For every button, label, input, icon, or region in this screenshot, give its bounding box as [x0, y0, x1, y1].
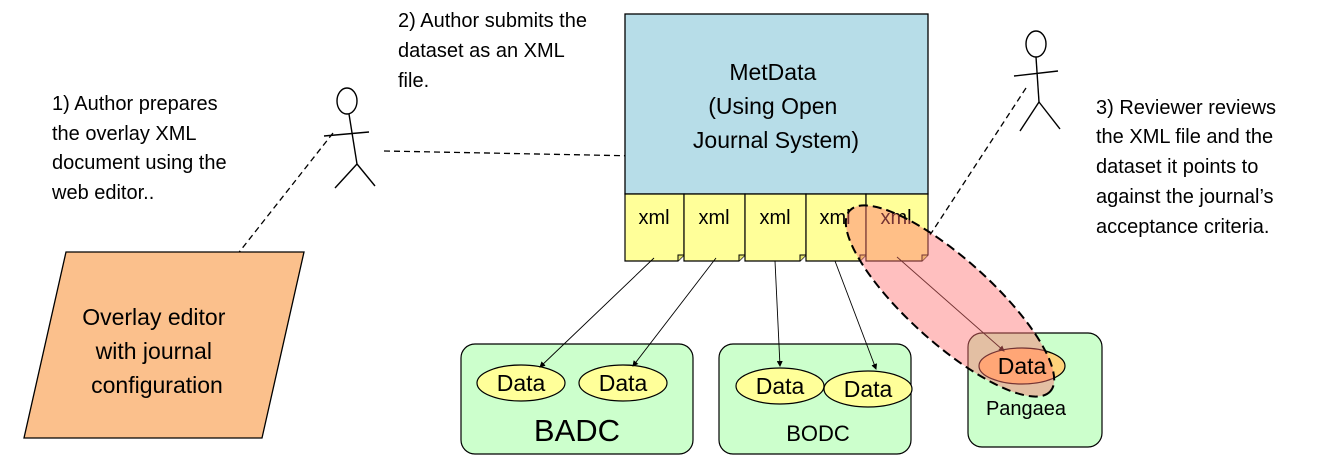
badc-data-label-1: Data — [497, 370, 546, 396]
xml-tab-3-label: xml — [759, 207, 790, 229]
xml-tab-5[interactable]: xml — [865, 193, 929, 262]
metdata-box[interactable] — [624, 13, 929, 195]
xml-tab-2[interactable]: xml — [683, 193, 746, 262]
bodc-data-label-1: Data — [756, 373, 805, 399]
step1-line-4: web editor.. — [51, 182, 154, 204]
repository-pangaea-name: Pangaea — [986, 398, 1067, 420]
bodc-data-label-2: Data — [844, 376, 893, 402]
overlay-editor-shape[interactable] — [23, 251, 305, 439]
xml-tab-5-label: xml — [880, 207, 911, 229]
author-to-metdata-dashed-line — [383, 150, 641, 157]
step2-line-2: dataset as an XML — [398, 40, 565, 62]
author-figure — [323, 87, 376, 189]
xml-tab-1[interactable]: xml — [624, 193, 685, 262]
step2-text: 2) Author submits the dataset as an XML … — [398, 10, 593, 92]
arrow-xml1-to-badc-data1 — [539, 257, 655, 368]
repository-bodc-name: BODC — [786, 421, 850, 446]
metdata-line-1: MetData — [729, 59, 816, 85]
arrow-xml3-to-bodc-data1 — [774, 260, 783, 367]
step1-line-3: document using the — [52, 152, 227, 174]
overlay-editor-line-1: Overlay editor — [82, 304, 226, 330]
xml-tab-4-label: xml — [819, 207, 850, 229]
repository-badc-name: BADC — [534, 413, 620, 448]
xml-tab-3[interactable]: xml — [744, 193, 807, 262]
reviewer-figure — [1013, 30, 1061, 132]
arrow-xml4-to-bodc-data2 — [834, 260, 878, 370]
step3-line-5: acceptance criteria. — [1096, 216, 1269, 238]
step3-line-4: against the journal’s — [1096, 186, 1274, 208]
overlay-editor-label: Overlay editor with journal configuratio… — [82, 304, 232, 398]
step1-text: 1) Author prepares the overlay XML docum… — [51, 93, 232, 204]
step1-line-1: 1) Author prepares — [52, 93, 218, 115]
step3-line-1: 3) Reviewer reviews — [1096, 97, 1276, 119]
step3-line-2: the XML file and the — [1096, 126, 1273, 148]
pangaea-data-ellipse[interactable] — [978, 347, 1066, 385]
review-highlight-ellipse — [844, 204, 1056, 398]
bodc-data-ellipse-2[interactable] — [823, 370, 913, 408]
overlay-editor-line-3: configuration — [91, 372, 223, 398]
step2-line-3: file. — [398, 70, 429, 92]
step1-line-2: the overlay XML — [52, 123, 196, 145]
xml-tab-1-label: xml — [638, 207, 669, 229]
metdata-label: MetData (Using Open Journal System) — [693, 59, 859, 153]
badc-data-ellipse-1[interactable] — [476, 364, 566, 402]
arrow-xml2-to-badc-data2 — [632, 257, 717, 367]
pangaea-data-label: Data — [998, 353, 1047, 379]
xml-tab-2-label: xml — [698, 207, 729, 229]
overlay-editor-line-2: with journal — [95, 338, 212, 364]
step2-line-1: 2) Author submits the — [398, 10, 587, 32]
metdata-line-3: Journal System) — [693, 127, 859, 153]
metdata-line-2: (Using Open — [708, 93, 837, 119]
step3-text: 3) Reviewer reviews the XML file and the… — [1096, 97, 1282, 238]
badc-data-label-2: Data — [599, 370, 648, 396]
arrow-xml5-to-pangaea-data — [896, 256, 1005, 352]
badc-data-ellipse-2[interactable] — [578, 364, 668, 402]
step3-line-3: dataset it points to — [1096, 156, 1258, 178]
reviewer-to-xml-dashed-line — [929, 87, 1027, 236]
